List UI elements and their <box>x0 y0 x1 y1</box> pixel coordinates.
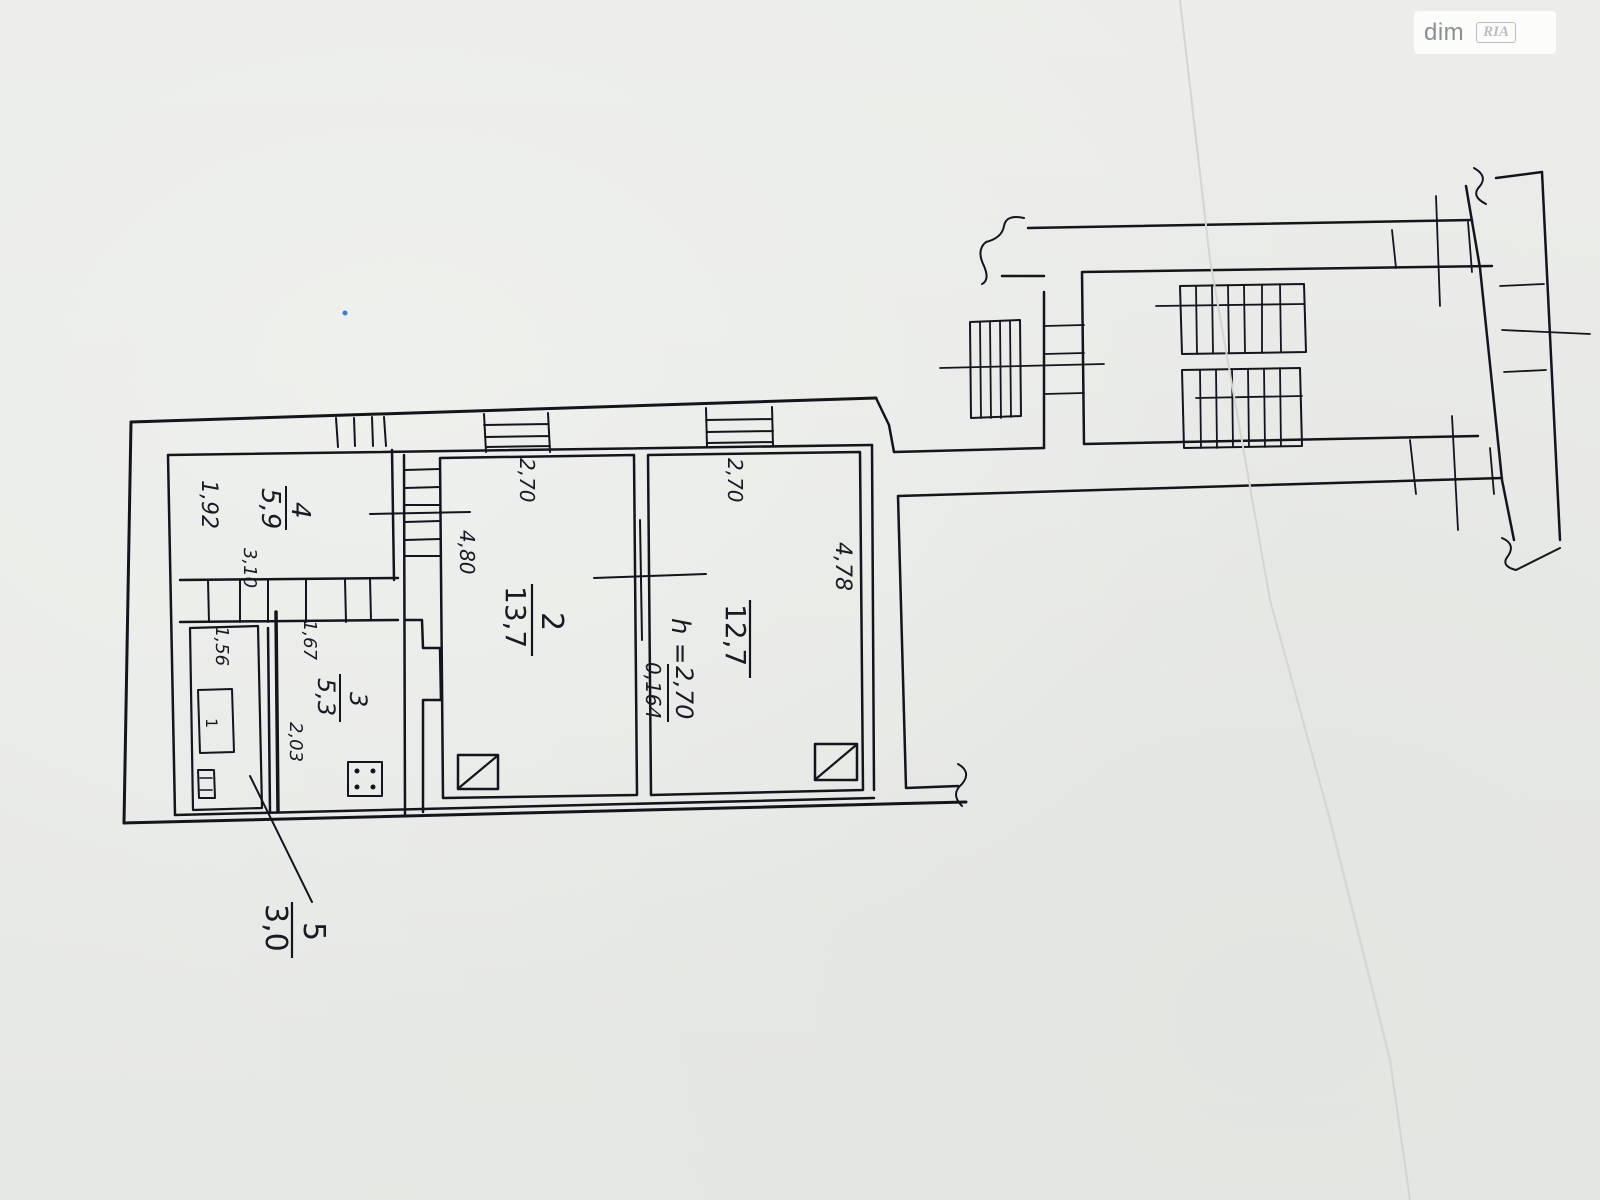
room2-number: 2 <box>534 612 569 631</box>
fixtures <box>188 624 859 812</box>
room2-width-dim: 2,70 <box>515 458 539 503</box>
watermark-text: dim <box>1424 18 1465 46</box>
paper-fold-line <box>1179 0 1411 1200</box>
room4-number: 4 <box>285 502 315 519</box>
room5-number: 5 <box>296 922 331 941</box>
ink-dot <box>342 310 348 316</box>
room2-length-dim: 4,80 <box>455 530 479 575</box>
dimria-watermark: dim RIA <box>1414 11 1556 54</box>
heater-room1-icon <box>813 742 859 782</box>
bathtub-inner <box>197 688 235 754</box>
room3-dim-c: 2,03 <box>285 722 306 762</box>
heater-room2-icon <box>456 753 500 791</box>
watermark-badge: RIA <box>1476 22 1517 43</box>
ceiling-height-sub: 0,164 <box>641 662 665 719</box>
room1-area: 12,7 <box>719 604 752 666</box>
room3-area: 5,3 <box>312 678 340 716</box>
ceiling-height-label: h = <box>665 618 695 665</box>
room3-number: 3 <box>344 692 372 707</box>
bath-dim: 1,56 <box>211 626 232 666</box>
room4-depth-dim: 3,10 <box>239 548 260 588</box>
apartment-outer-walls <box>122 396 968 825</box>
room4-area: 5,9 <box>255 488 285 529</box>
room5-area: 3,0 <box>258 904 293 952</box>
bathtub-outline <box>188 624 264 812</box>
toilet-label: 1 <box>202 718 221 728</box>
room1-length-dim: 4,78 <box>830 542 855 591</box>
interior-walls <box>178 448 865 817</box>
room3-dim-a: 1,67 <box>299 620 320 661</box>
door-marks <box>369 468 707 641</box>
stairwell <box>892 167 1591 807</box>
windows-top <box>335 406 774 453</box>
toilet-icon <box>197 769 216 799</box>
room2-area: 13,7 <box>499 586 532 648</box>
room1-width-dim: 2,70 <box>723 458 747 503</box>
ceiling-height-value: 2,70 <box>670 666 698 719</box>
room5-leader-line <box>249 775 313 903</box>
stove-icon <box>347 761 383 797</box>
room4-width-dim: 1,92 <box>196 480 221 529</box>
